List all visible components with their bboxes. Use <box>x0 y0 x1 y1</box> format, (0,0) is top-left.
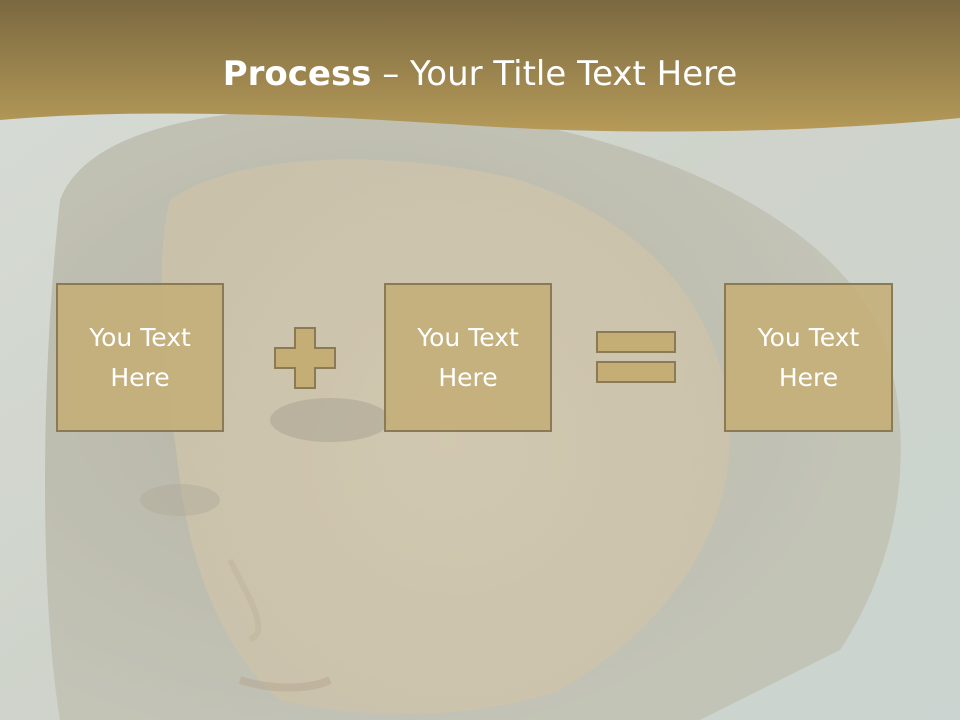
header-banner <box>0 0 960 132</box>
equals-icon <box>596 331 676 383</box>
title-bold: Process <box>222 54 372 94</box>
text-box-1[interactable]: You Text Here <box>56 283 224 432</box>
text-box-3[interactable]: You Text Here <box>724 283 893 432</box>
title-rest: – Your Title Text Here <box>371 54 738 94</box>
plus-icon <box>274 327 336 389</box>
text-box-2[interactable]: You Text Here <box>384 283 552 432</box>
page-title: Process – Your Title Text Here <box>0 52 960 96</box>
